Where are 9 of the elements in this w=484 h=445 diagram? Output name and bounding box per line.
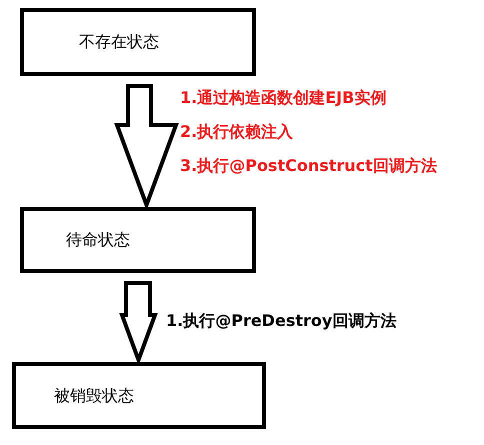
state-label: 被销毁状态 — [54, 384, 134, 406]
state-label: 不存在状态 — [79, 31, 159, 53]
step-note: 3.执行@PostConstruct回调方法 — [180, 156, 437, 176]
state-box — [12, 362, 266, 429]
state-box — [20, 207, 256, 273]
state-box — [20, 8, 256, 76]
state-label: 待命状态 — [66, 229, 130, 251]
step-note: 1.通过构造函数创建EJB实例 — [180, 88, 388, 108]
step-note: 2.执行依赖注入 — [180, 122, 294, 142]
